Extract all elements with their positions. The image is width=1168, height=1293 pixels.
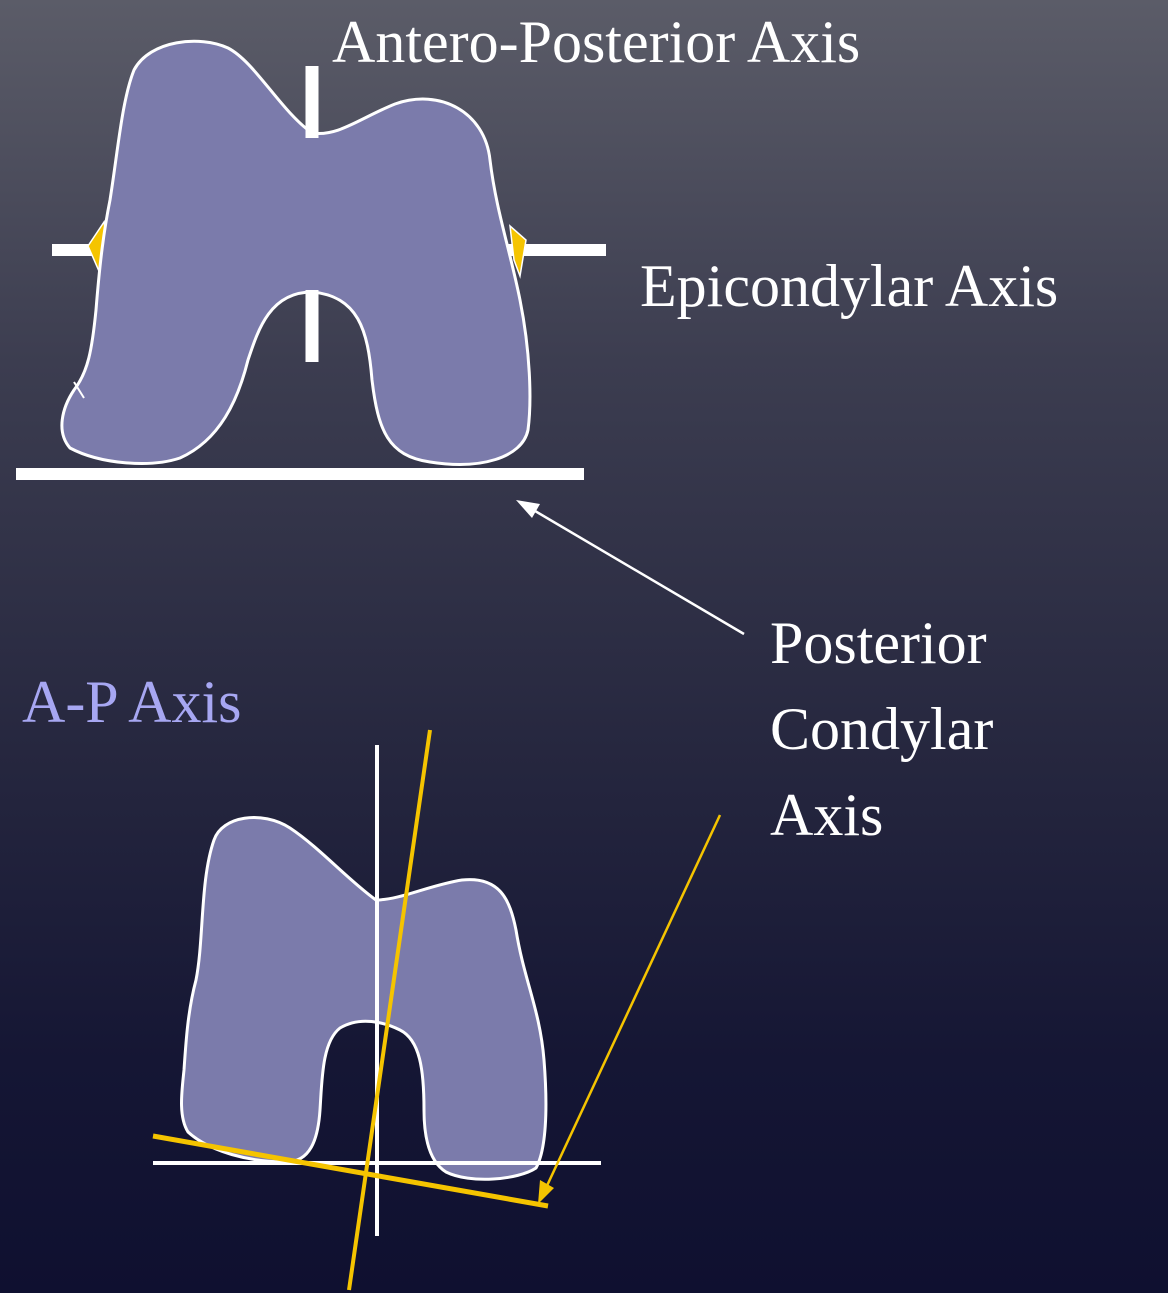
arrow-to-bottom-condylar-line [538, 815, 720, 1204]
posterior-condylar-axis-label: Posterior Condylar Axis [770, 600, 993, 858]
antero-posterior-axis-label: Antero-Posterior Axis [332, 12, 860, 72]
posterior-condylar-axis-line-3: Axis [770, 772, 993, 858]
posterior-condylar-axis-line-1: Posterior [770, 600, 993, 686]
femur-bottom-group [153, 730, 601, 1290]
femur-top-shape [62, 41, 530, 464]
femur-bottom-shape [182, 818, 546, 1180]
ap-axis-label: A-P Axis [22, 672, 242, 732]
femur-top-group [16, 41, 606, 474]
epicondylar-axis-label: Epicondylar Axis [640, 256, 1058, 316]
arrow-to-top-condylar-line [516, 500, 744, 634]
posterior-condylar-axis-line-2: Condylar [770, 686, 993, 772]
